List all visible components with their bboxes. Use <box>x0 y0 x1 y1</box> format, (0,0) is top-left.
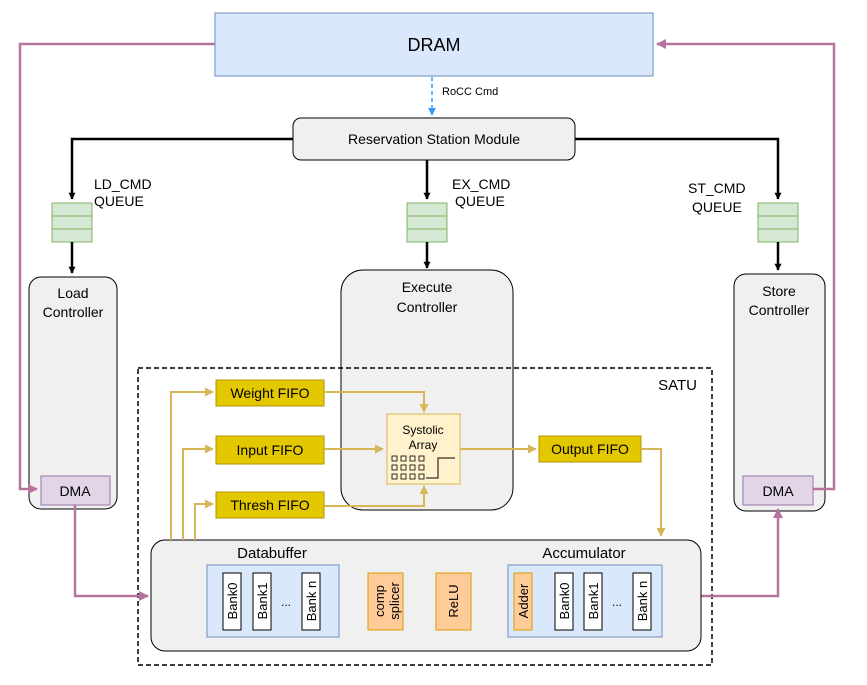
store-dma-to-dram-arrow <box>656 39 836 491</box>
execute-controller-label-line1: Execute <box>402 279 453 295</box>
accumulator-ellipsis: ... <box>612 595 622 609</box>
rsm-to-st-queue-arrow <box>575 137 782 200</box>
weight-fifo-box <box>215 379 325 407</box>
ld-cmd-queue <box>51 202 93 243</box>
store-controller-label-line2: Controller <box>749 302 810 318</box>
thresh-fifo-box <box>215 491 325 519</box>
load-dma-to-databuffer-arrow <box>73 505 149 601</box>
accumulator-bank0: Bank0 <box>554 572 574 631</box>
accumulator-adder: Adder <box>513 572 533 631</box>
dram-box <box>214 12 654 77</box>
load-dma-box <box>40 475 111 506</box>
ex-cmd-queue <box>406 202 448 243</box>
store-dma-box <box>742 475 814 506</box>
load-controller-label-line2: Controller <box>43 304 104 320</box>
input-fifo-label: Input FIFO <box>237 442 304 458</box>
databuffer-bankn-label: Bank n <box>304 581 319 621</box>
ld-queue-label-line2: QUEUE <box>94 193 144 209</box>
reservation-station-label: Reservation Station Module <box>348 131 520 147</box>
ex-queue-label-line2: QUEUE <box>455 193 505 209</box>
accumulator-adder-label: Adder <box>516 583 531 618</box>
output-fifo-box <box>538 435 642 463</box>
relu-label: ReLU <box>446 584 461 617</box>
databuffer-bank0-label: Bank0 <box>225 583 240 620</box>
thresh-fifo-to-systolic-arrow <box>324 485 429 507</box>
output-fifo-to-accumulator-arrow <box>641 448 666 537</box>
databuffer-ellipsis: ... <box>281 595 291 609</box>
satu-label: SATU <box>658 377 697 394</box>
dram-label: DRAM <box>408 35 461 55</box>
ex-queue-label-line1: EX_CMD <box>452 176 510 192</box>
databuffer-bank1-label: Bank1 <box>255 583 270 620</box>
load-controller-box <box>28 276 118 510</box>
accumulator-bank1-label: Bank1 <box>586 583 601 620</box>
systolic-array-label-line2: Array <box>409 438 438 452</box>
databuffer-to-weight-fifo-arrow <box>170 387 214 540</box>
comp-splicer-label-line2: splicer <box>387 582 402 620</box>
accumulator-label: Accumulator <box>542 545 625 562</box>
databuffer-label: Databuffer <box>237 545 307 562</box>
accumulator-bankn: Bank n <box>632 572 652 631</box>
rocc-cmd-label: RoCC Cmd <box>442 86 498 98</box>
load-dma-label: DMA <box>59 483 91 499</box>
st-cmd-queue <box>757 202 799 243</box>
systolic-array-box <box>386 413 461 485</box>
input-fifo-box <box>215 435 325 465</box>
databuffer-to-thresh-fifo-arrow <box>194 499 214 540</box>
st-queue-label-line2: QUEUE <box>692 199 742 215</box>
satu-boundary <box>137 367 713 666</box>
ld-queue-label-line1: LD_CMD <box>94 176 152 192</box>
accumulator-to-store-dma-arrow <box>700 508 783 598</box>
rsm-to-ld-queue-arrow <box>68 137 293 200</box>
weight-fifo-label: Weight FIFO <box>230 385 309 401</box>
accumulator-bank0-label: Bank0 <box>557 583 572 620</box>
comp-splicer-label-line1: comp <box>372 585 387 617</box>
st-queue-label-line1: ST_CMD <box>688 180 746 196</box>
relu-box <box>435 572 472 631</box>
systolic-grid-icon <box>391 455 425 480</box>
systolic-array-label-line1: Systolic <box>402 423 443 437</box>
databuffer-to-input-fifo-arrow <box>182 444 214 540</box>
load-controller-label-line1: Load <box>57 285 88 301</box>
weight-fifo-to-systolic-arrow <box>324 391 429 413</box>
thresh-fifo-label: Thresh FIFO <box>230 497 309 513</box>
step-function-icon <box>426 457 455 479</box>
accumulator-bank1: Bank1 <box>583 572 603 631</box>
store-controller-label-line1: Store <box>762 283 796 299</box>
comp-splicer-box <box>367 572 404 631</box>
accumulator-bankn-label: Bank n <box>635 581 650 621</box>
dram-to-load-dma-arrow <box>18 42 215 494</box>
databuffer-bankn: Bank n <box>301 572 321 631</box>
execute-controller-label-line2: Controller <box>397 299 458 315</box>
databuffer-bank0: Bank0 <box>222 572 242 631</box>
store-dma-label: DMA <box>762 483 794 499</box>
output-fifo-label: Output FIFO <box>551 441 629 457</box>
databuffer-bank1: Bank1 <box>252 572 272 631</box>
